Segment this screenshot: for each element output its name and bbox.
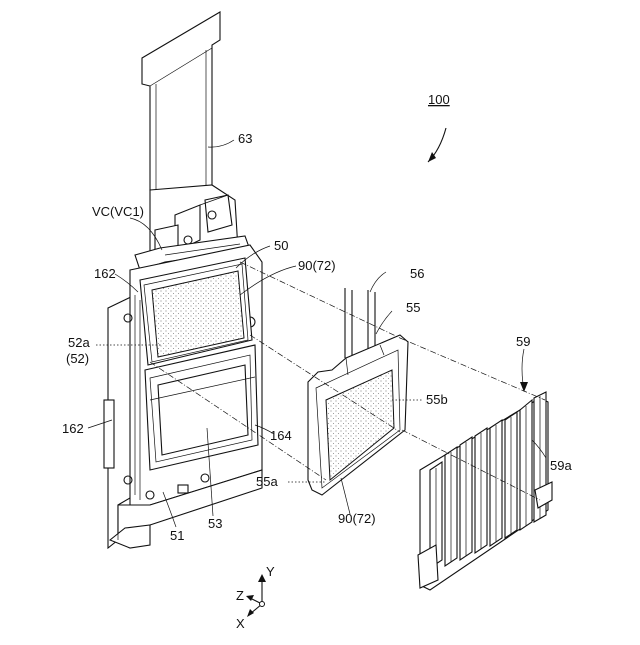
- label-50: 50: [274, 238, 288, 253]
- label-164: 164: [270, 428, 292, 443]
- label-55: 55: [406, 300, 420, 315]
- label-90-72-top: 90(72): [298, 258, 336, 273]
- label-162-left: 162: [62, 421, 84, 436]
- label-162-top: 162: [94, 266, 116, 281]
- label-59: 59: [516, 334, 530, 349]
- axis-label-z: Z: [236, 588, 244, 603]
- axis-label-x: X: [236, 616, 245, 631]
- axis-triad: [246, 574, 266, 617]
- sensor-unit-55: [308, 288, 408, 495]
- label-vc: VC(VC1): [92, 204, 144, 219]
- label-51: 51: [170, 528, 184, 543]
- label-52a: 52a: [68, 335, 90, 350]
- label-59a: 59a: [550, 458, 572, 473]
- label-56: 56: [410, 266, 424, 281]
- label-52: (52): [66, 351, 89, 366]
- flex-cable-63: [142, 12, 220, 190]
- heat-sink-59: [418, 392, 552, 590]
- axis-label-y: Y: [266, 564, 275, 579]
- label-53: 53: [208, 516, 222, 531]
- label-55b: 55b: [426, 392, 448, 407]
- label-63: 63: [238, 131, 252, 146]
- label-100: 100: [428, 92, 450, 107]
- label-90-72-bottom: 90(72): [338, 511, 376, 526]
- label-55a: 55a: [256, 474, 278, 489]
